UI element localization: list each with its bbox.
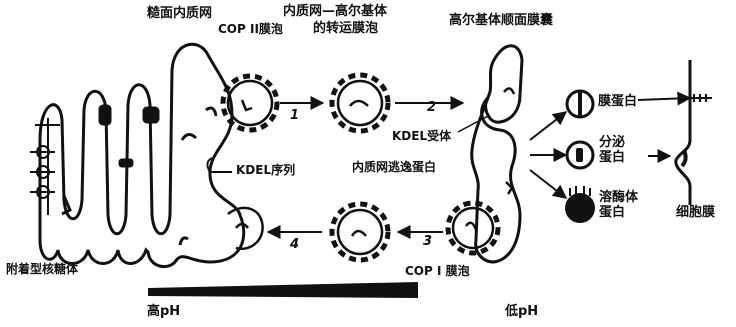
- step-number-2: 2: [427, 100, 437, 115]
- label-trans-golgi: 高尔基体顺面膜囊: [449, 13, 554, 28]
- attached-ribosomes: [30, 145, 55, 199]
- er-golgi-transport-vesicle: [329, 72, 391, 134]
- label-low-ph: 低pH: [505, 304, 539, 319]
- ribosome-lines: [35, 118, 60, 215]
- arrow-to-lysosome-protein: [529, 169, 568, 199]
- label-cop2-vesicle: COP II膜泡: [218, 22, 283, 36]
- label-kdel-receptor: KDEL受体: [392, 129, 452, 143]
- label-high-ph: 高pH: [147, 304, 181, 319]
- lysosome-protein-vesicle: [565, 186, 595, 223]
- label-lysosome-protein: 溶酶体 蛋白: [599, 190, 638, 220]
- step-number-3: 3: [423, 234, 433, 249]
- label-kdel-sequence: KDEL序列: [236, 163, 296, 177]
- secreted-cargo-exiting: [680, 149, 688, 168]
- ph-gradient-bar: [148, 282, 418, 298]
- label-secreted-protein-line2: 蛋白: [599, 150, 626, 165]
- cop1-vesicle-golgi: [445, 200, 501, 256]
- cop2-vesicle-er: [220, 73, 280, 133]
- label-er-escape-protein: 内质网逃逸蛋白: [352, 160, 437, 174]
- label-attached-ribosome: 附着型核糖体: [6, 262, 79, 276]
- arrow-to-membrane-protein: [529, 111, 568, 141]
- rough-er-membrane: [38, 42, 246, 269]
- vesicle-fusing-er: [227, 206, 264, 251]
- membrane-protein-inserted: [688, 94, 712, 102]
- cop1-free-vesicle: [329, 201, 391, 263]
- golgi-cis-cisterna: [470, 44, 524, 264]
- kdel-receptor-pointer: [457, 114, 491, 133]
- label-lysosome-protein-line1: 溶酶体: [599, 190, 639, 205]
- label-lysosome-protein-line2: 蛋白: [599, 205, 626, 220]
- cell-membrane-line: [674, 60, 692, 205]
- label-secreted-protein-line1: 分泌: [599, 135, 626, 150]
- label-cop1-vesicle: COP I 膜泡: [405, 264, 470, 278]
- arrow-membrane-protein-to-pm: [637, 91, 692, 106]
- label-er-golgi-vesicle: 内质网—高尔基体: [283, 4, 388, 19]
- label-er-golgi-vesicle-2: 的转运膜泡: [313, 21, 379, 36]
- membrane-protein-vesicle: [565, 89, 595, 119]
- label-rough-er: 糙面内质网: [147, 6, 213, 21]
- golgi-kdel-mark: [505, 181, 514, 195]
- step-number-4: 4: [290, 237, 300, 252]
- label-secreted-protein: 分泌 蛋白: [599, 135, 625, 165]
- label-membrane-protein: 膜蛋白: [598, 94, 638, 109]
- er-cargo: [61, 104, 218, 246]
- label-cell-membrane: 细胞膜: [676, 205, 716, 220]
- step-number-1: 1: [290, 108, 300, 123]
- kdel-hook: [206, 157, 213, 173]
- secreted-protein-vesicle: [565, 140, 595, 170]
- golgi-cargo-mark: [503, 87, 516, 95]
